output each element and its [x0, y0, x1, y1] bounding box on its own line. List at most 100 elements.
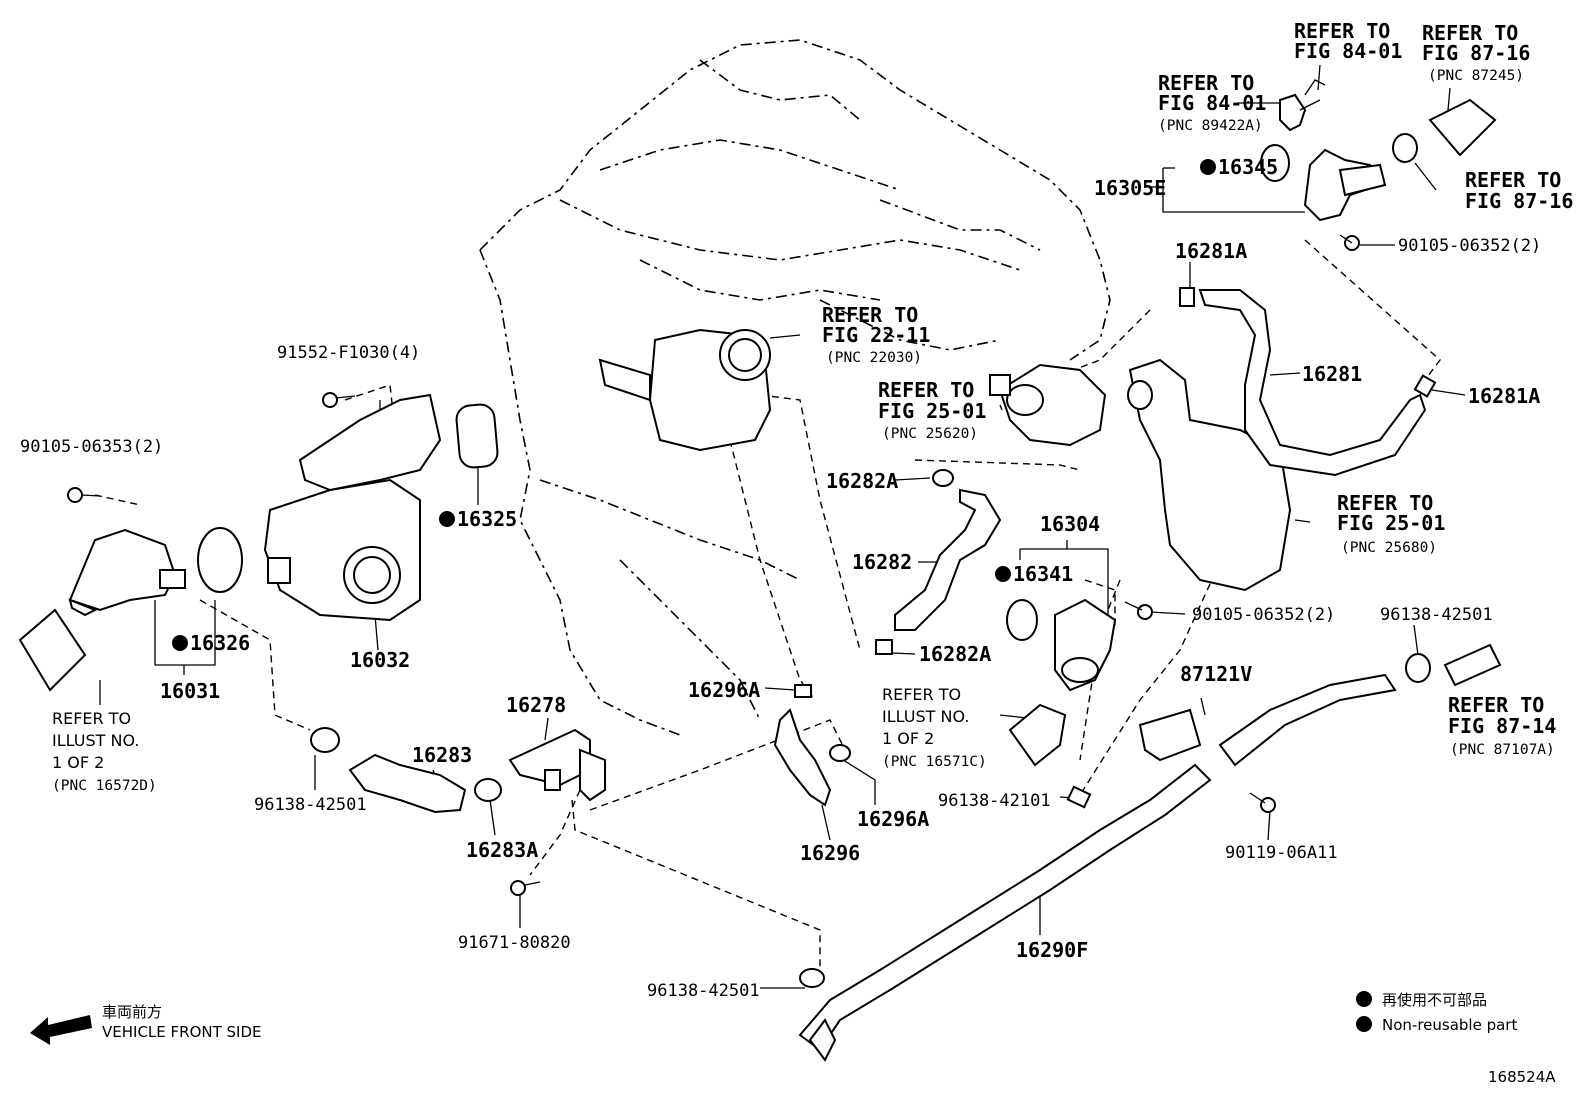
- label-pnc-22030: (PNC 22030): [826, 350, 922, 366]
- label-refer-illust-left-3: 1 OF 2: [52, 753, 104, 772]
- label-16290f: 16290F: [1016, 938, 1088, 962]
- label-refer-87-16-top-2: FIG 87-16: [1422, 41, 1530, 65]
- part-16278-pipe[interactable]: [508, 728, 606, 802]
- label-16345: 16345: [1218, 155, 1278, 179]
- label-refer-84-01-top-2: FIG 84-01: [1294, 39, 1402, 63]
- part-16281-hose[interactable]: [1198, 289, 1427, 477]
- part-96138-42501-clamp-bottom[interactable]: [799, 968, 825, 988]
- label-refer-22-11-1: REFER TO: [822, 303, 918, 327]
- label-refer-illust-left-1: REFER TO: [52, 709, 131, 728]
- label-refer-25-01-right-1: REFER TO: [1337, 491, 1433, 515]
- label-16282a-top: 16282A: [826, 469, 898, 493]
- part-16283a-clamp[interactable]: [474, 778, 502, 802]
- label-refer-illust-right-3: 1 OF 2: [882, 729, 934, 748]
- label-16325: 16325: [457, 507, 517, 531]
- part-bolt-90105-06352-mid[interactable]: [1124, 601, 1153, 620]
- label-16032: 16032: [350, 648, 410, 672]
- part-87121v-bracket[interactable]: [1138, 708, 1202, 762]
- label-90105-06352-top: 90105-06352(2): [1398, 236, 1541, 256]
- part-hose-87245: [1428, 98, 1497, 157]
- part-water-pump-25620[interactable]: [989, 363, 1107, 447]
- label-16326: 16326: [190, 631, 250, 655]
- figure-id: 168524A: [1488, 1068, 1556, 1086]
- label-refer-22-11-2: FIG 22-11: [822, 323, 930, 347]
- label-refer-illust-right-2: ILLUST NO.: [882, 707, 969, 726]
- leader-lines: [94, 64, 1466, 989]
- part-16296a-clamp-top[interactable]: [794, 684, 812, 698]
- label-90119-06a11: 90119-06A11: [1225, 843, 1338, 863]
- part-bolt-91671-80820[interactable]: [510, 880, 541, 896]
- label-16304: 16304: [1040, 512, 1100, 536]
- part-16305e-water-outlet[interactable]: [1303, 148, 1387, 222]
- vehicle-front-en: VEHICLE FRONT SIDE: [102, 1023, 262, 1041]
- labels: REFER TO FIG 84-01 REFER TO FIG 87-16 (P…: [20, 19, 1573, 1001]
- part-hose-87-14: [1443, 643, 1502, 687]
- part-16283-hose[interactable]: [348, 753, 467, 814]
- label-pnc-16572d: (PNC 16572D): [52, 778, 157, 794]
- part-bolt-90119-06a11[interactable]: [1249, 792, 1276, 813]
- part-96138-42101-clamp[interactable]: [1066, 785, 1092, 809]
- part-16304-thermostat[interactable]: [1054, 598, 1117, 692]
- part-16296-hose[interactable]: [773, 708, 832, 807]
- label-16283a: 16283A: [466, 838, 538, 862]
- label-refer-illust-right-1: REFER TO: [882, 685, 961, 704]
- label-pnc-87107a: (PNC 87107A): [1450, 742, 1555, 758]
- label-refer-87-16-right-1: REFER TO: [1465, 168, 1561, 192]
- label-16282: 16282: [852, 550, 912, 574]
- part-hose-16571c: [1008, 703, 1067, 767]
- label-16305e: 16305E: [1094, 176, 1166, 200]
- label-87121v: 87121V: [1180, 662, 1252, 686]
- non-reusable-legend: 再使用不可部品 Non-reusable part: [1356, 991, 1517, 1034]
- part-16345-gasket[interactable]: [1260, 144, 1290, 182]
- label-pnc-87245: (PNC 87245): [1428, 68, 1524, 84]
- label-91671-80820: 91671-80820: [458, 933, 571, 953]
- part-throttle-body[interactable]: [598, 328, 772, 452]
- part-hose-87107a[interactable]: [1218, 673, 1397, 767]
- label-refer-84-01-mid-2: FIG 84-01: [1158, 91, 1266, 115]
- part-16281a-clamp-top[interactable]: [1179, 287, 1195, 307]
- non-reusable-marker-16341: [995, 566, 1011, 582]
- part-16032-water-inlet-housing[interactable]: [263, 393, 442, 622]
- label-16296a-left: 16296A: [688, 678, 760, 702]
- label-96138-42501-right: 96138-42501: [1380, 605, 1493, 625]
- part-16326-gasket[interactable]: [197, 527, 243, 593]
- label-16281a-right: 16281A: [1468, 384, 1540, 408]
- part-16281a-clamp-right[interactable]: [1413, 374, 1437, 398]
- label-96138-42501-bottom: 96138-42501: [647, 981, 760, 1001]
- label-91552-f1030: 91552-F1030(4): [277, 343, 420, 363]
- part-bolt-91552-f1030[interactable]: [322, 392, 356, 408]
- label-refer-87-16-right-2: FIG 87-16: [1465, 189, 1573, 213]
- part-bolt-90105-06352-top[interactable]: [1339, 234, 1360, 251]
- part-16296a-clamp-bottom[interactable]: [829, 744, 851, 762]
- part-egr-cooler-25680[interactable]: [1127, 358, 1292, 592]
- engine-outline: [479, 39, 1111, 736]
- part-16290f-pipe[interactable]: [798, 763, 1212, 1062]
- label-pnc-25680: (PNC 25680): [1341, 540, 1437, 556]
- label-90105-06352-mid: 90105-06352(2): [1192, 605, 1335, 625]
- part-16282a-clamp-top[interactable]: [932, 469, 954, 487]
- part-sensor-89422a[interactable]: [1279, 79, 1326, 132]
- label-pnc-89422a: (PNC 89422A): [1158, 118, 1263, 134]
- label-16278: 16278: [506, 693, 566, 717]
- part-16031-thermostat-housing[interactable]: [68, 528, 186, 617]
- label-96138-42501-left: 96138-42501: [254, 795, 367, 815]
- part-96138-42501-clamp-right[interactable]: [1405, 653, 1431, 683]
- label-refer-87-14-1: REFER TO: [1448, 693, 1544, 717]
- label-16031: 16031: [160, 679, 220, 703]
- non-reusable-marker-16326: [172, 635, 188, 651]
- label-90105-06353: 90105-06353(2): [20, 437, 163, 457]
- part-16282a-clamp-bottom[interactable]: [875, 639, 893, 655]
- part-96138-42501-clamp-left[interactable]: [310, 727, 340, 753]
- label-refer-87-16-top-1: REFER TO: [1422, 21, 1518, 45]
- label-refer-84-01-mid-1: REFER TO: [1158, 71, 1254, 95]
- label-16281a-top: 16281A: [1175, 239, 1247, 263]
- non-reusable-jp: 再使用不可部品: [1382, 991, 1487, 1009]
- part-16282-hose[interactable]: [894, 488, 1002, 631]
- part-16341-gasket[interactable]: [1006, 599, 1038, 641]
- label-pnc-16571c: (PNC 16571C): [882, 754, 987, 770]
- part-bolt-90105-06353[interactable]: [67, 487, 101, 503]
- label-refer-25-01-right-2: FIG 25-01: [1337, 511, 1445, 535]
- label-16282a-bottom: 16282A: [919, 642, 991, 666]
- part-16325-gasket[interactable]: [455, 403, 499, 469]
